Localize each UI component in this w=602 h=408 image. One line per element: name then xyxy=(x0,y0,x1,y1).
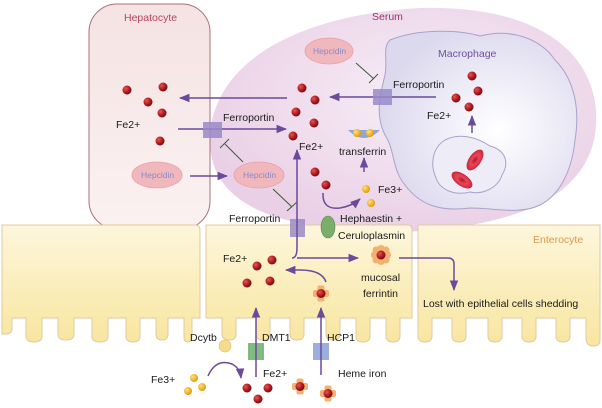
fe2-macrophage-label: Fe2+ xyxy=(427,110,451,122)
hepcidin-serum-mid-label: Hepcidin xyxy=(243,170,276,180)
arrow-to-shedding xyxy=(399,257,459,292)
hephaestin-icon xyxy=(320,215,336,239)
macrophage-title: Macrophage xyxy=(438,48,497,60)
mucosal-ferritin-label-line2: ferrintin xyxy=(363,288,398,300)
heme-iron-lumen-icon xyxy=(320,385,336,402)
hepcidin-hepatocyte-label: Hepcidin xyxy=(141,170,174,180)
hephaestin-label-line1: Hephaestin + xyxy=(340,213,402,225)
fe2-serum-label: Fe2+ xyxy=(299,141,323,153)
transferrin-label: transferrin xyxy=(339,146,386,158)
hepcidin-serum-mid xyxy=(233,161,285,189)
hepatocyte-cell xyxy=(88,3,211,230)
fe2-lumen-cluster xyxy=(242,383,273,404)
hepcidin-hepatocyte xyxy=(131,161,183,189)
arrow-heme-to-fe2 xyxy=(284,265,327,283)
fe2-enterocyte-label: Fe2+ xyxy=(223,253,247,265)
heme-iron-label: Heme iron xyxy=(338,368,387,380)
hepcidin-serum-top-label: Hepcidin xyxy=(313,46,346,56)
ferroportin-macrophage xyxy=(373,89,392,105)
hephaestin-label-line2: Ceruloplasmin xyxy=(338,230,405,242)
ferroportin-enterocyte-label: Ferroportin xyxy=(229,213,281,225)
hepcidin-serum-top xyxy=(304,37,354,65)
shedding-label: Lost with epithelial cells shedding xyxy=(423,298,578,310)
heme-iron-icon xyxy=(313,285,329,302)
fe3-serum-ion xyxy=(362,185,370,193)
fe3-lumen-label: Fe3+ xyxy=(151,374,175,386)
ferroportin-hepatocyte xyxy=(203,122,222,138)
hcp1-label: HCP1 xyxy=(327,332,355,344)
inhibit-enterocyte-ferroportin xyxy=(272,188,298,212)
fe3-serum-label: Fe3+ xyxy=(378,184,402,196)
red-blood-cell-icon xyxy=(466,149,484,171)
fe2-hepatocyte-label: Fe2+ xyxy=(116,119,140,131)
heme-iron-lumen-icon xyxy=(292,378,308,395)
inhibit-macrophage-ferroportin xyxy=(355,62,379,84)
arrow-dcytb-reduction xyxy=(207,361,245,380)
arrow-enterocyte-to-serum xyxy=(291,148,302,259)
hepatocyte-iron-cluster xyxy=(122,82,168,146)
ferroportin-hepatocyte-label: Ferroportin xyxy=(223,112,275,124)
macrophage-iron-cluster xyxy=(451,71,483,112)
dcytb-icon xyxy=(218,339,232,353)
arrow-oxidation xyxy=(322,192,361,209)
red-blood-cell-icon xyxy=(451,171,473,189)
dmt1-label: DMT1 xyxy=(262,332,291,344)
serum-title: Serum xyxy=(372,11,403,23)
enterocyte-layer xyxy=(1,224,601,347)
transferrin-icon xyxy=(348,129,380,138)
fe2-lumen-label: Fe2+ xyxy=(263,368,287,380)
enterocyte-title: Enterocyte xyxy=(533,234,583,246)
macrophage-cell xyxy=(378,30,578,211)
inhibit-hepatocyte-ferroportin xyxy=(219,138,244,163)
serum-iron-cluster xyxy=(288,83,331,190)
mucosal-ferritin-icon xyxy=(371,245,391,265)
dcytb-label: Dcytb xyxy=(190,332,217,344)
ferroportin-macrophage-label: Ferroportin xyxy=(393,79,445,91)
fe3-serum-ion xyxy=(367,199,375,207)
mucosal-ferritin-label-line1: mucosal xyxy=(361,272,400,284)
enterocyte-iron-cluster xyxy=(242,255,277,288)
fe3-lumen-cluster xyxy=(184,374,206,395)
hepatocyte-title: Hepatocyte xyxy=(124,12,177,24)
